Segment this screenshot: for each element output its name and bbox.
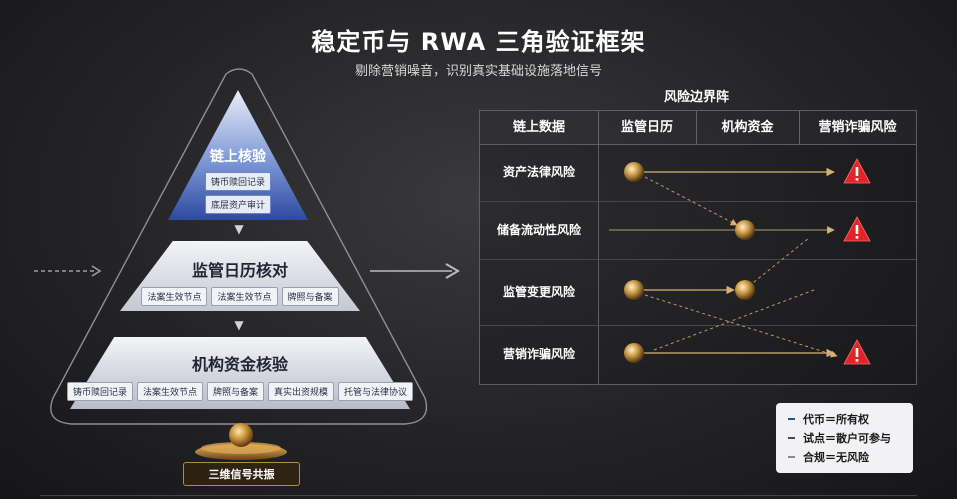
matrix-row-label: 营销诈骗风险 bbox=[480, 325, 599, 384]
chip: 铸币赎回记录 bbox=[204, 172, 271, 191]
matrix-row-label: 监管变更风险 bbox=[480, 259, 599, 325]
warning-triangle-icon bbox=[843, 158, 871, 184]
matrix-title: 风险边界阵 bbox=[664, 90, 730, 105]
coin-icon bbox=[624, 343, 644, 363]
footer-divider bbox=[40, 495, 917, 496]
matrix-divider bbox=[480, 201, 916, 202]
legend-label: 合规＝无风险 bbox=[803, 450, 869, 464]
chip: 牌照与备案 bbox=[281, 287, 339, 306]
arrow-down-icon: ▼ bbox=[234, 318, 244, 332]
coin-icon bbox=[735, 280, 755, 300]
chip: 真实出资规模 bbox=[268, 382, 335, 401]
tier-institutional: 机构资金核验 铸币赎回记录 法案生效节点 牌照与备案 真实出资规模 托管与法律协… bbox=[66, 337, 414, 409]
legend-label: 代币＝所有权 bbox=[803, 412, 869, 426]
matrix-col-header: 链上数据 bbox=[480, 111, 599, 145]
matrix-col-header: 营销诈骗风险 bbox=[799, 111, 916, 145]
chip: 牌照与备案 bbox=[207, 382, 265, 401]
coin-icon bbox=[624, 280, 644, 300]
flow-arrow-icon bbox=[370, 263, 460, 279]
coin-icon bbox=[735, 220, 755, 240]
legend-item: 试点＝散户可参与 bbox=[788, 428, 913, 447]
arrow-down-icon: ▼ bbox=[234, 222, 244, 236]
legend-swatch bbox=[788, 417, 795, 420]
chip: 底层资产审计 bbox=[204, 195, 271, 214]
legend-item: 代币＝所有权 bbox=[788, 409, 913, 428]
matrix-flow-lines bbox=[609, 158, 871, 365]
legend-label: 试点＝散户可参与 bbox=[803, 431, 891, 445]
legend-swatch bbox=[788, 436, 795, 439]
chip: 托管与法律协议 bbox=[338, 382, 414, 401]
chip: 法案生效节点 bbox=[211, 287, 278, 306]
page-title: 稳定币与 RWA 三角验证框架 bbox=[311, 28, 646, 56]
page-subtitle: 剔除营销噪音，识别真实基础设施落地信号 bbox=[354, 64, 602, 79]
coin-icon bbox=[624, 162, 644, 182]
signal-resonance-badge: 三维信号共振 bbox=[183, 462, 300, 486]
chip: 法案生效节点 bbox=[136, 382, 203, 401]
chip: 法案生效节点 bbox=[141, 287, 208, 306]
warning-triangle-icon bbox=[843, 216, 871, 242]
tier-regulatory-label: 监管日历核对 bbox=[191, 261, 288, 280]
incoming-arrow-icon bbox=[34, 265, 102, 277]
tier-institutional-label: 机构资金核验 bbox=[191, 355, 288, 374]
tier-institutional-chips: 铸币赎回记录 法案生效节点 牌照与备案 真实出资规模 托管与法律协议 bbox=[66, 382, 414, 401]
tier-regulatory: 监管日历核对 法案生效节点 法案生效节点 牌照与备案 bbox=[120, 241, 360, 311]
tier-regulatory-chips: 法案生效节点 法案生效节点 牌照与备案 bbox=[120, 287, 360, 306]
warning-triangle-icon bbox=[843, 339, 871, 365]
matrix-col-header: 监管日历 bbox=[598, 111, 697, 145]
matrix-divider bbox=[480, 325, 916, 326]
tier-onchain-chips: 铸币赎回记录 底层资产审计 bbox=[168, 172, 308, 214]
tier-onchain: 链上核验 铸币赎回记录 底层资产审计 bbox=[168, 90, 308, 220]
matrix-divider bbox=[480, 259, 916, 260]
risk-matrix: 链上数据 监管日历 机构资金 营销诈骗风险 资产法律风险 储备流动性风险 监管变… bbox=[479, 110, 917, 385]
legend: 代币＝所有权 试点＝散户可参与 合规＝无风险 bbox=[776, 403, 913, 473]
matrix-col-header: 机构资金 bbox=[696, 111, 800, 145]
legend-item: 合规＝无风险 bbox=[788, 447, 913, 466]
chip: 铸币赎回记录 bbox=[66, 382, 133, 401]
legend-swatch bbox=[788, 455, 795, 458]
matrix-row-label: 储备流动性风险 bbox=[480, 201, 599, 259]
tier-onchain-label: 链上核验 bbox=[210, 149, 266, 165]
matrix-row-label: 资产法律风险 bbox=[480, 144, 599, 201]
coin-pedestal-icon bbox=[195, 423, 287, 460]
